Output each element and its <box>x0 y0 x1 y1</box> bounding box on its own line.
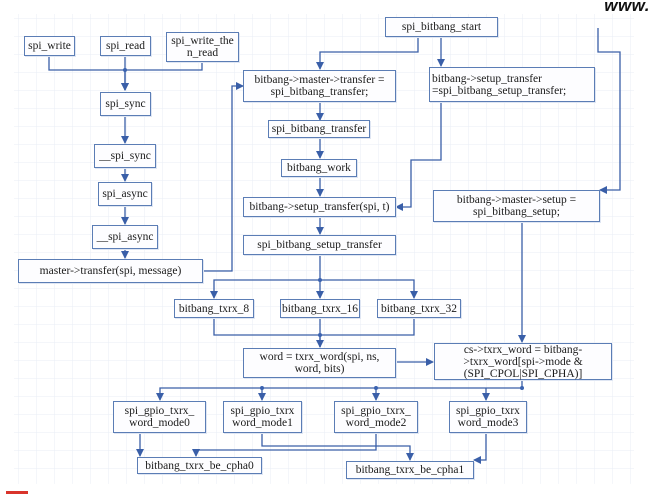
junction-dot <box>318 333 322 337</box>
node-spi-gpio-txrx-word-mode2: spi_gpio_txrx_ word_mode2 <box>334 401 418 433</box>
node-spi-gpio-txrx-word-mode1: spi_gpio_txrx word_mode1 <box>223 401 302 433</box>
node-master-setup-assign: bitbang->master->setup = spi_bitbang_set… <box>433 190 600 222</box>
node-bitbang-txrx-16: bitbang_txrx_16 <box>280 299 360 318</box>
arrow-setup-transfer-assign-to-call <box>395 102 442 211</box>
junction-dot <box>123 68 127 72</box>
arrow-mode3-to-cpha1 <box>473 433 487 464</box>
node-bitbang-work: bitbang_work <box>281 159 357 177</box>
node-spi-bitbang-start: spi_bitbang_start <box>385 17 498 37</box>
node-txrx-word-assign: cs->txrx_word = bitbang->txrx_word[spi->… <box>434 343 612 380</box>
node-setup-transfer-call: bitbang->setup_transfer(spi, t) <box>243 197 396 217</box>
arrow-write-then-read-to-spi-sync <box>125 62 203 71</box>
node-master-transfer-assign: bitbang->master->transfer = spi_bitbang_… <box>243 70 396 102</box>
junction-dot <box>520 386 524 390</box>
node-spi-bitbang-setup-transfer: spi_bitbang_setup_transfer <box>243 235 396 255</box>
node-spi-bitbang-transfer: spi_bitbang_transfer <box>268 120 370 138</box>
arrow-txrx32-to-word <box>320 318 415 336</box>
arrow-setup-transfer-to-txrx8 <box>210 255 321 299</box>
arrow-setup-transfer-to-txrx32 <box>320 279 418 299</box>
junction-dot <box>260 386 264 390</box>
arrow-start-to-master-transfer-assign <box>316 38 419 70</box>
footer-accent-mark <box>6 491 28 494</box>
node-__spi-async: __spi_async <box>92 225 158 249</box>
node-bitbang-txrx-8: bitbang_txrx_8 <box>174 299 254 318</box>
arrow-mode1-to-cpha1 <box>261 433 414 461</box>
junction-dot <box>374 386 378 390</box>
node-bitbang-txrx-32: bitbang_txrx_32 <box>377 299 461 318</box>
node-master-transfer-call: master->transfer(spi, message) <box>18 259 203 283</box>
arrow-start-to-master-setup <box>597 28 621 194</box>
node-txrx-word-call: word = txrx_word(spi, ns, word, bits) <box>243 348 396 378</box>
node-setup-transfer-assign: bitbang->setup_transfer =spi_bitbang_set… <box>429 67 595 102</box>
node-spi-write-then-read: spi_write_the n_read <box>166 32 239 62</box>
node-spi-gpio-txrx-word-mode3: spi_gpio_txrx word_mode3 <box>449 401 527 433</box>
arrow-spi-write-to-spi-sync <box>48 56 129 91</box>
watermark-text: www. <box>604 0 650 15</box>
footer-fade <box>0 482 650 494</box>
node-bitbang-txrx-be-cpha1: bitbang_txrx_be_cpha1 <box>346 461 474 479</box>
node-spi-async: spi_async <box>98 182 152 206</box>
node-__spi-sync: __spi_sync <box>94 144 156 168</box>
junction-dot <box>318 278 322 282</box>
node-spi-sync: spi_sync <box>100 92 151 116</box>
node-spi-read: spi_read <box>100 36 151 56</box>
arrow-txrx8-to-word <box>213 318 324 348</box>
node-spi-write: spi_write <box>24 36 75 56</box>
arrow-txrx-word-assign-to-mode-bus <box>156 380 523 401</box>
node-bitbang-txrx-be-cpha0: bitbang_txrx_be_cpha0 <box>137 457 262 474</box>
arrow-master-transfer-to-assign <box>203 82 244 272</box>
node-spi-gpio-txrx-word-mode0: spi_gpio_txrx_ word_mode0 <box>113 401 206 433</box>
arrow-mode2-to-cpha0 <box>192 433 377 457</box>
